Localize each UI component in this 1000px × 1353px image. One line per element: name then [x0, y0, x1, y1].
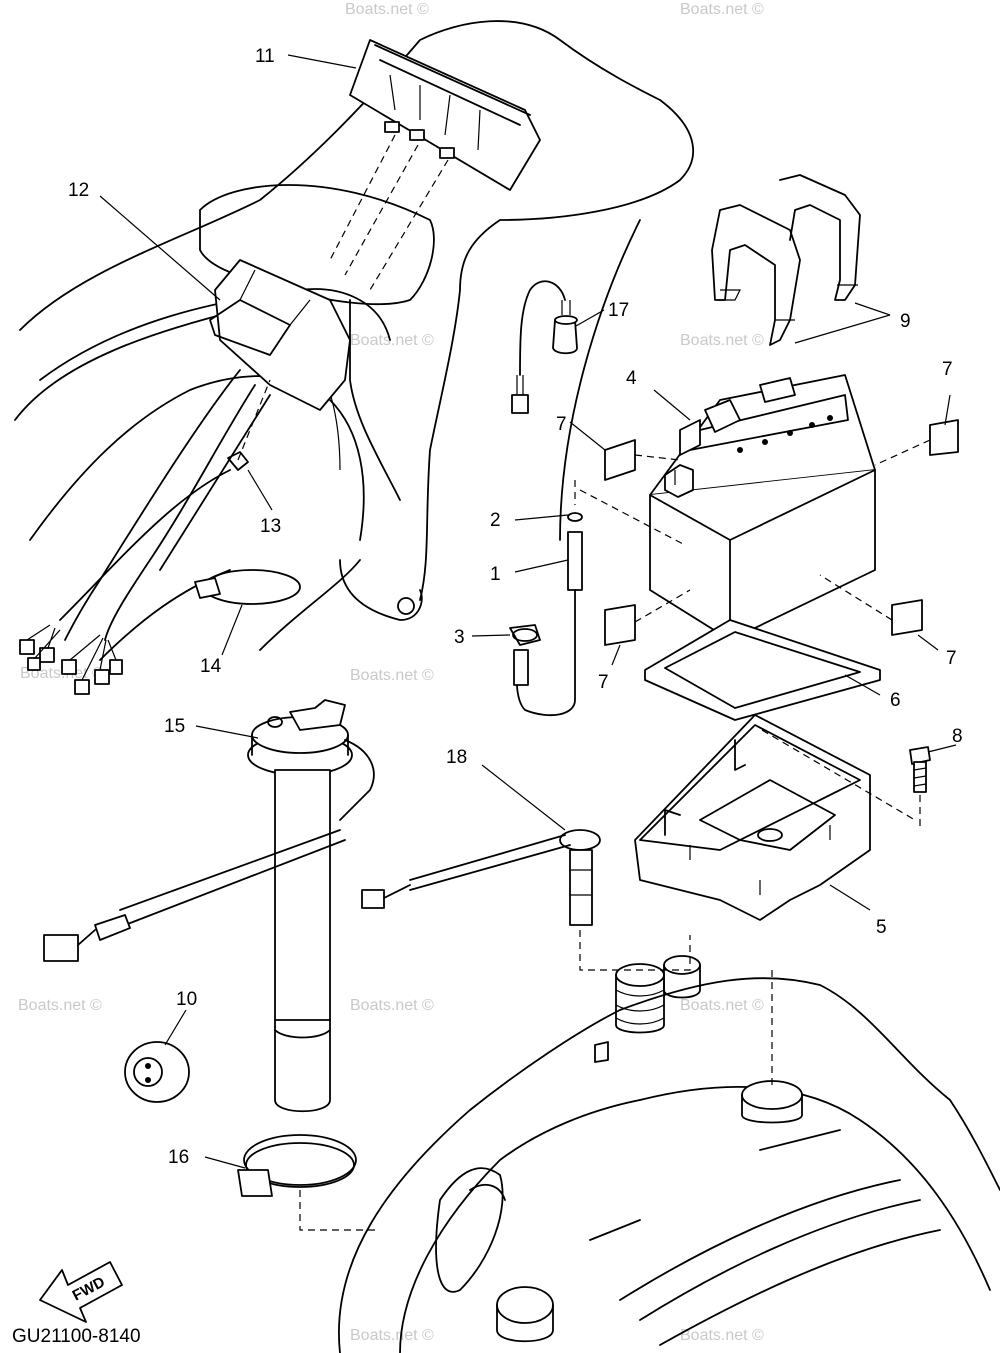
callout-6: 6	[890, 690, 901, 711]
watermark-text: Boats.net ©	[345, 1, 429, 18]
callout-16: 16	[168, 1147, 189, 1168]
part-9-battery-bands	[711, 174, 861, 346]
watermark-text: Boats.net ©	[680, 1, 764, 18]
watermark-text: Boats.net ©	[350, 667, 434, 684]
part-10-grommet	[124, 1041, 190, 1103]
part-18-sensor	[361, 829, 601, 926]
watermarks: Boats.net © Boats.net © Boats.net © Boat…	[18, 1, 764, 1344]
vent-tube-upper	[567, 531, 583, 591]
callout-18: 18	[446, 747, 467, 768]
fuel-tank	[338, 977, 1000, 1353]
diagram-code: GU21100-8140	[12, 1326, 141, 1347]
vent-tube-end	[513, 649, 529, 686]
meter-screw	[409, 129, 425, 141]
tank-fittings	[579, 930, 773, 1090]
sensor-connector	[511, 394, 529, 414]
callout-7-topright: 7	[942, 359, 953, 380]
sensor-body	[569, 849, 593, 926]
callout-8: 8	[952, 726, 963, 747]
callout-13: 13	[260, 516, 281, 537]
callout-17: 17	[608, 300, 629, 321]
callout-7-topleft: 7	[556, 414, 567, 435]
watermark-text: Boats.net ©	[350, 332, 434, 349]
callout-labels: 11 12 17 9 4 7 7 2 1 13 3 7 7 6 14 15 8 …	[68, 46, 963, 1168]
callout-11: 11	[255, 46, 275, 67]
part-1-2-3-vent-tube	[509, 480, 686, 717]
part-15-fuel-sender	[43, 699, 375, 1113]
part-8-bolt	[909, 746, 931, 830]
watermark-text: Boats.net ©	[18, 997, 102, 1014]
callout-5: 5	[876, 917, 887, 938]
part-11-meter	[329, 39, 541, 291]
part-7-pads	[604, 419, 959, 646]
callout-15: 15	[164, 716, 185, 737]
callout-9: 9	[900, 311, 911, 332]
fuel-sender-connector	[43, 934, 79, 962]
fwd-arrow: FWD	[39, 1261, 123, 1323]
part-4-battery	[649, 374, 876, 641]
wire-harness	[19, 369, 271, 695]
part-14-cable-tie	[194, 569, 301, 605]
part-5-battery-box	[634, 714, 916, 921]
callout-2: 2	[490, 510, 501, 531]
callout-12: 12	[68, 180, 89, 201]
callout-4: 4	[626, 368, 637, 389]
part-17-sensor	[511, 280, 578, 414]
meter-screw	[439, 147, 455, 159]
callout-10: 10	[176, 989, 197, 1010]
callout-3: 3	[454, 627, 465, 648]
watermark-text: Boats.net ©	[350, 997, 434, 1014]
callout-7-bottomright: 7	[946, 648, 957, 669]
part-16-clamp	[237, 1134, 380, 1231]
callout-7-bottomleft: 7	[598, 672, 609, 693]
watermark-text: Boats.net ©	[680, 997, 764, 1014]
callout-1: 1	[490, 564, 501, 585]
callout-14: 14	[200, 656, 222, 677]
watermark-text: Boats.net ©	[680, 332, 764, 349]
sensor18-connector	[361, 889, 385, 909]
part-6-mat	[644, 619, 881, 721]
part-12-housing	[209, 259, 351, 411]
meter-screw	[384, 121, 400, 133]
part-13-clip	[227, 379, 271, 471]
leader-lines	[99, 54, 957, 1169]
watermark-text: Boats.net ©	[350, 1327, 434, 1344]
watermark-text: Boats.net ©	[680, 1327, 764, 1344]
